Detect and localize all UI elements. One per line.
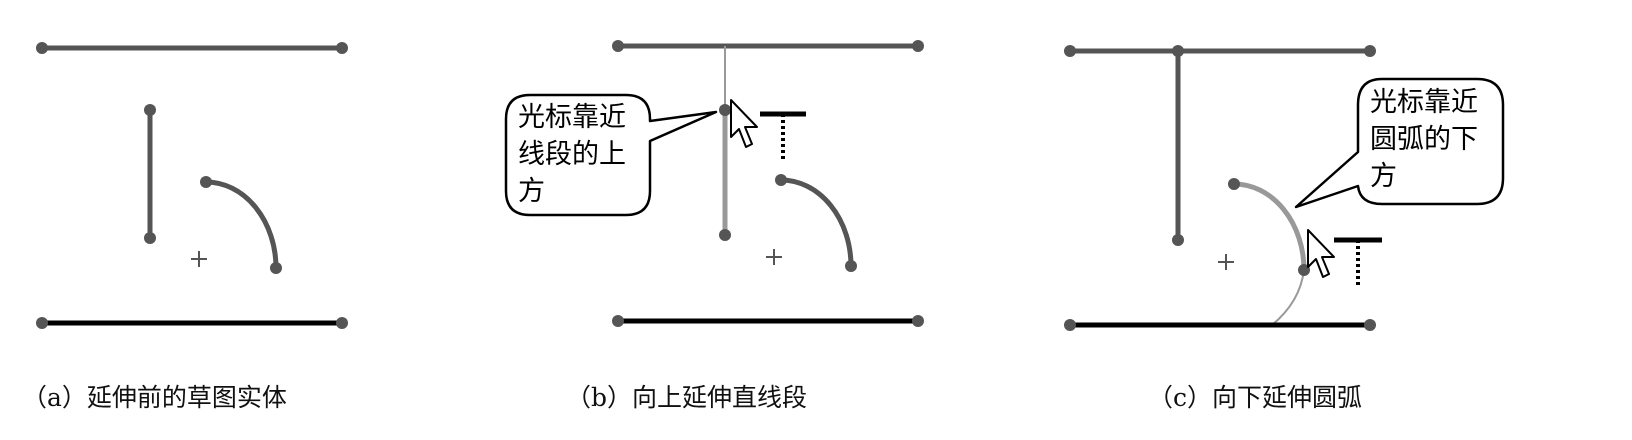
endpoint (144, 232, 156, 244)
callout-line: 圆弧的下 (1370, 124, 1478, 155)
endpoint (144, 104, 156, 116)
caption-b: （b）向上延伸直线段 (566, 383, 808, 412)
callout-line: 光标靠近 (518, 102, 626, 133)
arc-center-plus-icon (191, 251, 207, 267)
endpoint (845, 260, 857, 272)
panel-a (36, 42, 348, 329)
endpoint (612, 315, 624, 327)
callout-line: 光标靠近 (1370, 87, 1478, 118)
endpoint (336, 317, 348, 329)
endpoint (775, 174, 787, 186)
extension-preview-arc (1271, 269, 1305, 326)
callout-text-c: 光标靠近 圆弧的下 方 (1370, 84, 1478, 195)
endpoint (719, 229, 731, 241)
endpoint (336, 42, 348, 54)
endpoint (1064, 319, 1076, 331)
arc (1233, 181, 1307, 271)
endpoint (36, 317, 48, 329)
endpoint (36, 42, 48, 54)
endpoint (719, 104, 731, 116)
endpoint (912, 40, 924, 52)
endpoint (1364, 45, 1376, 57)
endpoint (270, 262, 282, 274)
endpoint (1172, 234, 1184, 246)
arrow-cursor-icon (730, 99, 758, 148)
callout-bubble (504, 93, 718, 217)
trim-extend-cursor-icon (760, 111, 806, 162)
trim-extend-cursor-icon (1334, 237, 1382, 288)
arc-center-plus-icon (766, 249, 782, 265)
arc (780, 177, 854, 267)
callout-line: 方 (1370, 161, 1397, 192)
callout-line: 线段的上 (518, 139, 626, 170)
endpoint (612, 40, 624, 52)
caption-c: （c）向下延伸圆弧 (1148, 383, 1363, 412)
panel-b (504, 40, 924, 327)
caption-a: （a）延伸前的草图实体 (22, 383, 287, 412)
callout-text-b: 光标靠近 线段的上 方 (518, 99, 626, 210)
endpoint (200, 176, 212, 188)
arrow-cursor-icon (1307, 229, 1335, 278)
endpoint (1064, 45, 1076, 57)
callout-line: 方 (518, 176, 545, 207)
endpoint (1228, 178, 1240, 190)
panel-c (1064, 45, 1505, 331)
arc-center-plus-icon (1218, 254, 1234, 270)
endpoint (912, 315, 924, 327)
arc (205, 179, 279, 269)
endpoint (1364, 319, 1376, 331)
callout-bubble (1294, 77, 1505, 209)
